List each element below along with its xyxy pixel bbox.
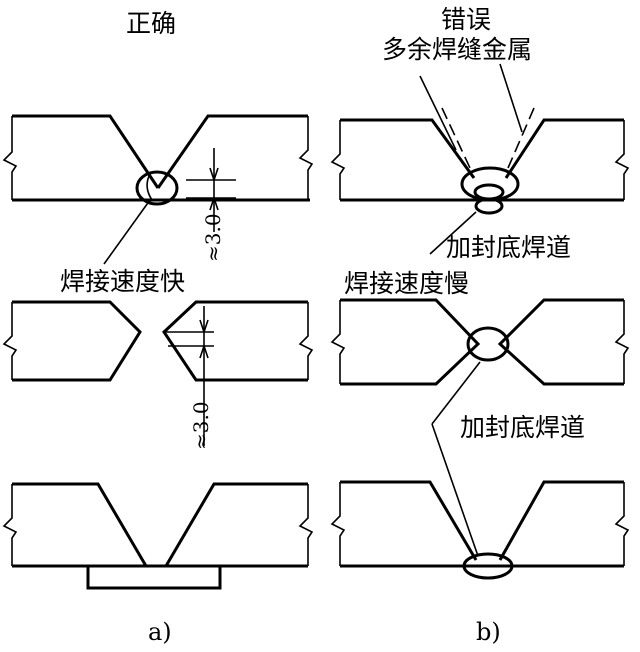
leader-excess-right [499,63,523,133]
left-joint-gap: ≈3.0 [2,300,314,450]
right-col-left-plate-1 [340,118,476,179]
caption-a: a) [148,618,172,646]
backing-weld-pass-1 [474,197,504,215]
label-excess-weld-metal: 多余焊缝金属 [382,35,532,64]
break-mark-right-3 [298,484,314,566]
caption-b: b) [476,618,501,646]
label-fast-speed: 焊接速度快 [60,267,185,296]
break-mark-right-col-left-3 [330,482,346,566]
label-slow-speed: 焊接速度慢 [344,269,469,298]
weld-root-inner [473,183,505,201]
right-plate-1-top [156,114,308,189]
right-col-right-plate-1 [504,118,624,179]
left-plate-1-top [12,114,160,189]
right-joint-excess-metal [330,63,630,255]
left-joint-fast-weld: ≈3.0 [2,114,314,265]
dim-arrow-1-top [209,167,219,183]
dim-arrow-2-top [199,319,209,335]
left-plate-2 [12,300,142,382]
title-correct: 正确 [126,9,176,38]
label-backing-weld-1: 加封底焊道 [446,233,571,262]
dim-arrow-1-bottom [209,195,219,211]
title-wrong: 错误 [441,5,491,34]
weld-bead-slow [466,326,510,362]
break-mark-left-3 [2,484,18,566]
break-mark-right-col-right-2 [614,300,630,384]
right-joint-slow-weld [330,298,630,557]
leader-backing-weld-2b [431,423,479,557]
dim-arrow-2-bottom [199,343,209,359]
backing-weld-pass-2 [462,552,514,580]
excess-metal-outline-left [441,107,471,169]
right-plate-3-top [164,482,308,567]
break-mark-right-1 [298,116,314,200]
right-col-left-plate-3 [340,480,478,561]
leader-backing-weld-1 [429,211,477,255]
excess-metal-outline-right [507,107,535,169]
leader-backing-weld-2a [431,361,481,425]
break-mark-right-col-right-1 [614,120,630,200]
left-plate-3-top [12,482,148,567]
right-plate-2 [162,300,308,382]
right-col-left-plate-2 [340,298,481,386]
break-mark-left-1 [2,116,18,200]
break-mark-right-col-left-1 [330,120,346,200]
weld-bead-fast [135,170,179,206]
break-mark-right-2 [298,302,314,380]
break-mark-right-col-left-2 [330,300,346,384]
leader-fast-speed [103,199,151,265]
dimension-gap-1: ≈3.0 [201,213,225,262]
label-backing-weld-2: 加封底焊道 [460,413,585,442]
right-col-right-plate-2 [497,298,624,386]
weld-fusion-line [146,175,153,201]
left-joint-backing-strip [2,482,314,590]
dimension-gap-2: ≈3.0 [189,401,213,450]
right-col-right-plate-3 [498,480,624,561]
backing-strip [86,564,222,590]
right-joint-backing-weld [330,480,630,580]
break-mark-right-col-right-3 [614,482,630,566]
break-mark-left-2 [2,302,18,380]
leader-excess-left [419,75,457,151]
